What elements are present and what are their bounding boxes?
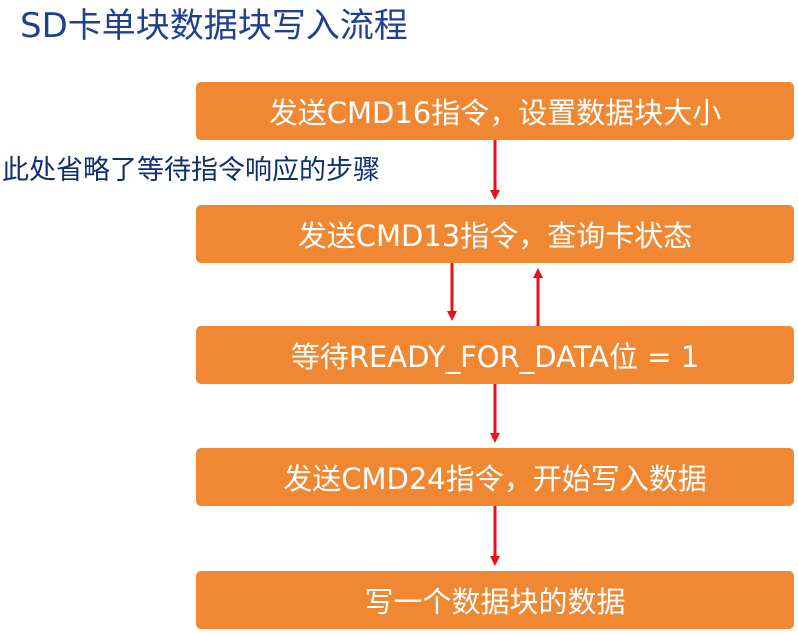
omitted-steps-note: 此处省略了等待指令响应的步骤 (2, 155, 380, 186)
flow-step-write-block: 写一个数据块的数据 (196, 571, 794, 629)
flow-step-send-cmd16: 发送CMD16指令，设置数据块大小 (196, 82, 794, 140)
flow-step-wait-ready: 等待READY_FOR_DATA位 = 1 (196, 326, 794, 384)
page-title: SD卡单块数据块写入流程 (20, 6, 408, 46)
flow-step-send-cmd13: 发送CMD13指令，查询卡状态 (196, 205, 794, 263)
flow-step-send-cmd24: 发送CMD24指令，开始写入数据 (196, 448, 794, 506)
